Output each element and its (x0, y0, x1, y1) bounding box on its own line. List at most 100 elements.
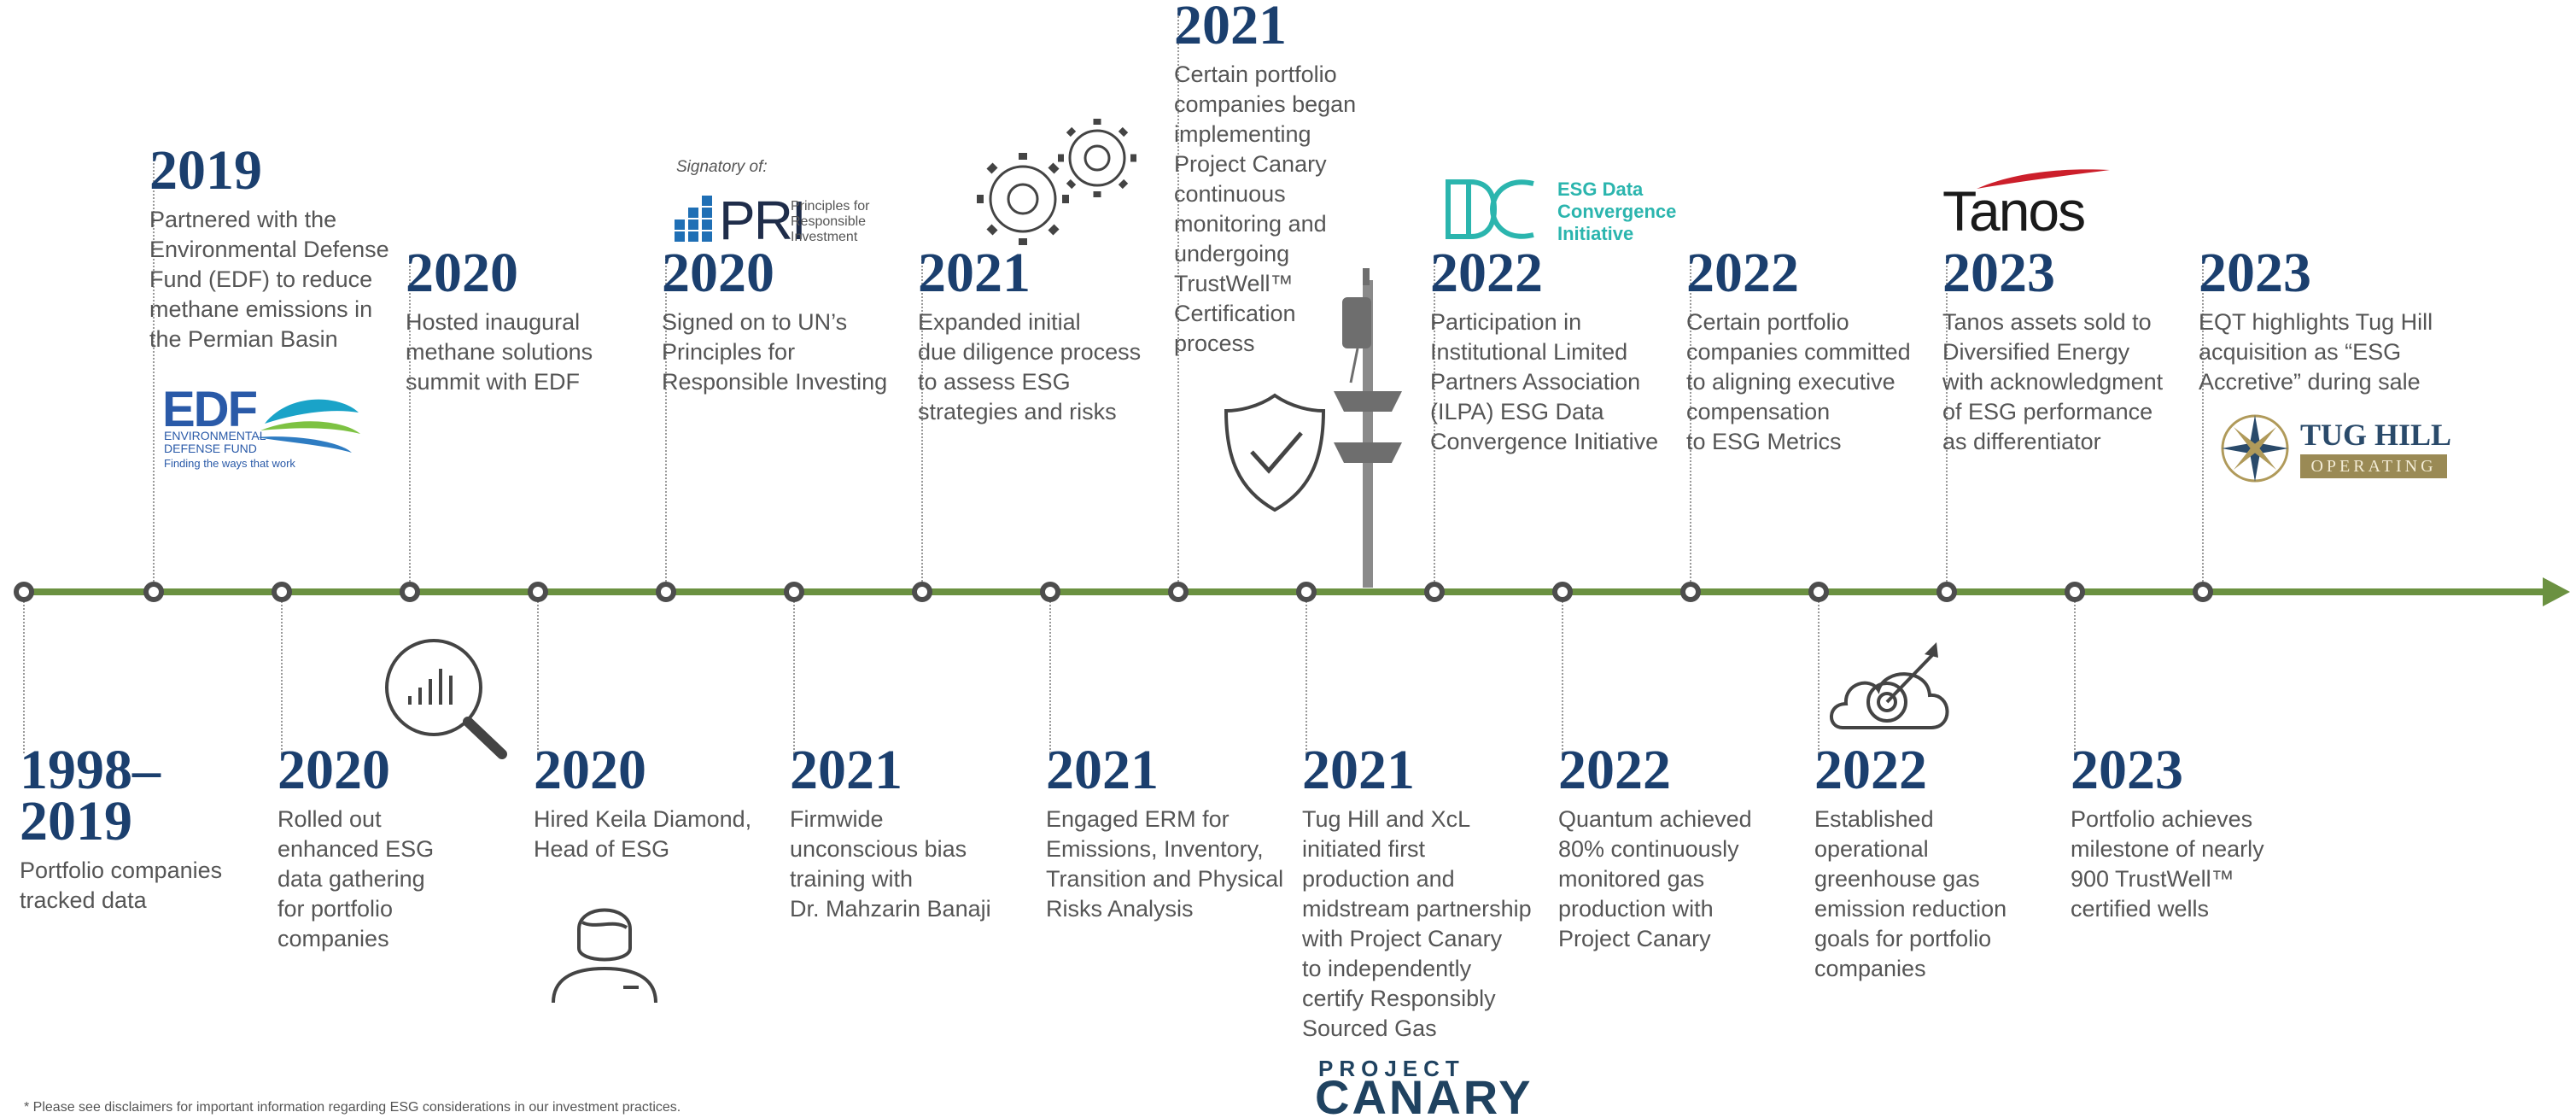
connector-line (281, 592, 283, 753)
connector-line (1049, 592, 1051, 753)
canary-line1: PROJECT (1318, 1056, 1465, 1081)
shield-check-icon (1224, 393, 1326, 512)
timeline-node (1680, 582, 1701, 602)
edf-mark: EDF (162, 382, 258, 437)
dci-line2: Convergence (1557, 201, 1677, 222)
edf-line1: ENVIRONMENTAL (164, 429, 266, 442)
dci-line3: Initiative (1557, 223, 1634, 244)
timeline-node (784, 582, 804, 602)
connector-line (1690, 256, 1691, 592)
timeline-node (2193, 582, 2213, 602)
event-year: 2020 (662, 242, 774, 304)
event-description: Portfolio companies tracked data (20, 858, 223, 913)
event-description: Expanded initial due diligence process t… (918, 309, 1142, 424)
tug-hill-line1: TUG HILL (2300, 418, 2452, 452)
event-year: 2021 (790, 739, 902, 801)
connector-line (1562, 592, 1563, 753)
event-description: Signed on to UN’s Principles for Respons… (662, 309, 888, 395)
event-description: Tanos assets sold to Diversified Energy … (1942, 309, 2164, 454)
edf-logo: EDF ENVIRONMENTAL DEFENSE FUND Finding t… (162, 374, 367, 470)
pri-logo: Signatory of: PRI Principles for Respons… (675, 158, 879, 251)
connector-line (2202, 256, 2204, 592)
timeline-node (272, 582, 292, 602)
pri-mark: PRI (719, 190, 807, 251)
edf-line2: DEFENSE FUND (164, 442, 257, 455)
event-description: Portfolio achieves milestone of nearly 9… (2071, 806, 2264, 922)
connector-line (23, 592, 25, 753)
connector-line (1434, 256, 1435, 592)
axis-arrowhead (2543, 577, 2570, 606)
event-description: Rolled out enhanced ESG data gathering f… (277, 806, 435, 951)
connector-line (153, 154, 155, 592)
monitoring-device-icon (1334, 268, 1402, 588)
tanos-logo: Tanos (1942, 167, 2113, 243)
timeline-node (2065, 582, 2085, 602)
event-year: 2020 (534, 739, 646, 801)
timeline-node (1552, 582, 1573, 602)
timeline-node (1936, 582, 1957, 602)
event-description: EQT highlights Tug Hill acquisition as “… (2199, 309, 2433, 395)
pri-line2: Responsible (791, 214, 867, 229)
timeline-node (528, 582, 548, 602)
pri-grid-icon (675, 196, 712, 242)
tanos-swoosh-icon (1977, 169, 2110, 189)
compass-icon (2221, 414, 2289, 483)
timeline-node (14, 582, 34, 602)
connector-line (1946, 256, 1948, 592)
event-year: 2022 (1686, 242, 1799, 304)
connector-line (409, 256, 411, 592)
event-year: 2019 (149, 139, 262, 202)
timeline-node (656, 582, 676, 602)
event-year: 2021 (1046, 739, 1159, 801)
connector-line (793, 592, 795, 753)
event-description: Hosted inaugural methane solutions summi… (406, 309, 593, 395)
timeline-node (1040, 582, 1060, 602)
gears-icon (977, 119, 1136, 245)
person-icon (552, 908, 657, 1004)
event-year: 2021 (1174, 0, 1287, 56)
timeline-node (1296, 582, 1317, 602)
event-description: Quantum achieved 80% continuously monito… (1558, 806, 1752, 951)
connector-line (537, 592, 539, 753)
event-year: 2023 (2199, 242, 2311, 304)
event-description: Hired Keila Diamond, Head of ESG (534, 806, 752, 862)
dci-line1: ESG Data (1557, 179, 1644, 200)
connector-line (1818, 592, 1820, 753)
magnifier-chart-icon (385, 639, 507, 759)
connector-line (2074, 592, 2076, 753)
tug-hill-line2: OPERATING (2310, 457, 2437, 476)
event-year: 2021 (918, 242, 1031, 304)
event-description: Certain portfolio companies began implem… (1174, 61, 1357, 356)
pri-line1: Principles for (791, 199, 870, 214)
event-description: Firmwide unconscious bias training with … (790, 806, 991, 922)
event-year: 2021 (1302, 739, 1415, 801)
event-year: 2022 (1814, 739, 1927, 801)
event-year: 2020 (277, 739, 390, 801)
canary-line2: CANARY (1315, 1070, 1533, 1118)
timeline-node (143, 582, 164, 602)
timeline-node (1808, 582, 1829, 602)
edf-tagline: Finding the ways that work (164, 457, 295, 470)
timeline-node (912, 582, 932, 602)
tug-hill-line2-box: OPERATING (2300, 454, 2447, 478)
event-year: 1998– 2019 (20, 739, 161, 852)
pri-signatory: Signatory of: (676, 158, 768, 176)
timeline-node (1168, 582, 1189, 602)
